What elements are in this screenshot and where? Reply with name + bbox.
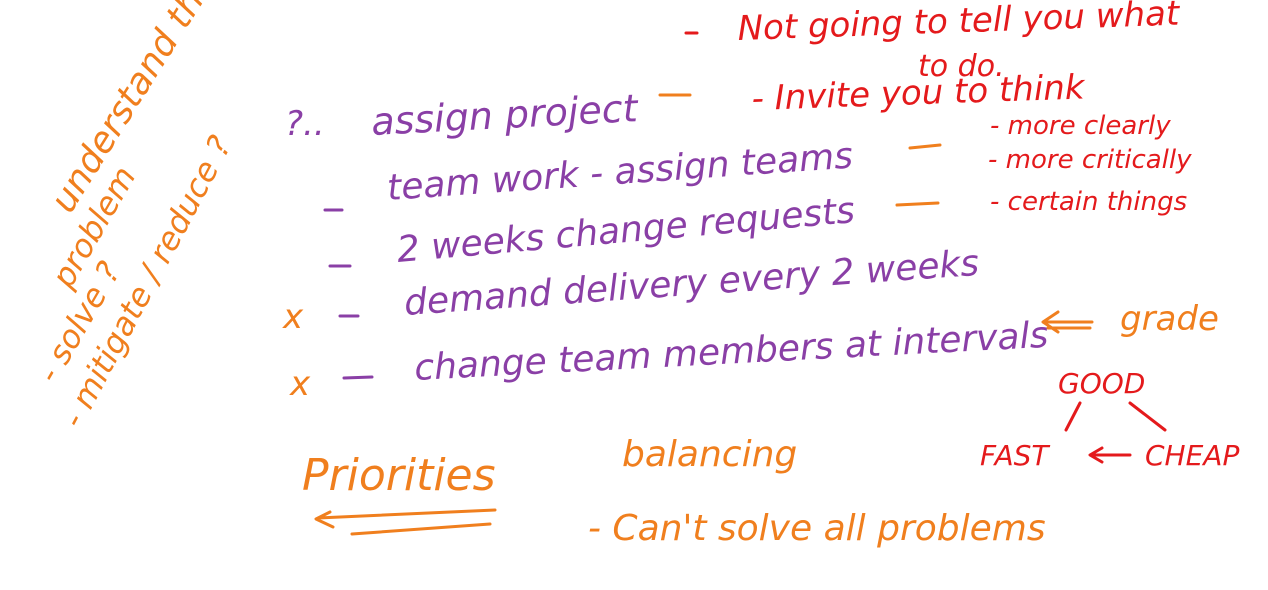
label-good: GOOD <box>1058 367 1145 400</box>
triangle-edge-left <box>1064 401 1082 432</box>
note-certain-things: - certain things <box>990 187 1187 217</box>
purple-question-ellipsis: ?.. <box>285 104 325 144</box>
orange-dash-3 <box>895 201 940 207</box>
mark-x-2: x <box>289 364 311 404</box>
note-not-going-to-tell: Not going to tell you what <box>737 0 1182 49</box>
grade-arrow: grade <box>1041 299 1219 339</box>
note-assign-project: assign project <box>370 86 640 144</box>
orange-left-notes: understand the problem - solve ? - mitig… <box>29 0 239 434</box>
note-grade: grade <box>1120 299 1219 339</box>
note-change-team-members: change team members at intervals <box>413 315 1049 389</box>
note-balancing: balancing <box>622 434 797 475</box>
orange-bottom-notes: Priorities balancing - Can't solve all p… <box>302 434 1046 549</box>
triangle-edge-right <box>1128 401 1167 432</box>
red-notes: Not going to tell you what to do. - Invi… <box>684 0 1192 217</box>
note-to-do: to do. <box>918 49 1005 84</box>
orange-dash-2 <box>908 143 942 150</box>
left-arrow-icon <box>1041 310 1094 334</box>
underline-arrow-icon <box>314 508 497 536</box>
good-fast-cheap-triangle: GOOD FAST CHEAP <box>980 367 1239 472</box>
note-cant-solve: - Can't solve all problems <box>588 508 1046 549</box>
purple-dash-5 <box>342 375 374 380</box>
purple-notes: ?.. assign project team work - assign te… <box>282 86 1049 404</box>
note-more-clearly: - more clearly <box>990 111 1171 141</box>
left-arrow-icon <box>1088 446 1132 464</box>
mark-x-1: x <box>282 297 304 337</box>
note-more-critically: - more critically <box>988 145 1192 175</box>
label-cheap: CHEAP <box>1145 439 1239 472</box>
note-priorities: Priorities <box>302 450 496 501</box>
label-fast: FAST <box>980 439 1050 472</box>
